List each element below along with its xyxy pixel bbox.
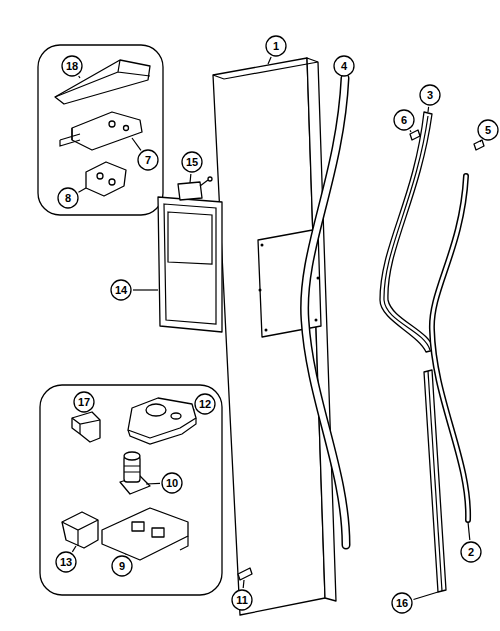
callout-circle bbox=[232, 590, 252, 610]
callout-number: 5 bbox=[478, 120, 498, 140]
hinge-plate bbox=[60, 112, 142, 150]
leader-line bbox=[468, 522, 470, 540]
callout-number: 13 bbox=[56, 552, 76, 572]
leader-line bbox=[480, 140, 481, 142]
door-panel bbox=[213, 58, 336, 615]
callout-number: 6 bbox=[394, 110, 414, 130]
cover bbox=[62, 512, 98, 548]
callout-circle bbox=[162, 473, 182, 493]
hinge-pin bbox=[120, 452, 150, 494]
callout-number: 16 bbox=[392, 593, 412, 613]
callout-number: 4 bbox=[334, 56, 354, 76]
door-handle bbox=[380, 112, 434, 352]
inset-frame bbox=[40, 385, 222, 595]
hinge bbox=[128, 398, 196, 444]
leader-line bbox=[79, 76, 80, 78]
leader-line bbox=[125, 553, 126, 555]
callout-number: 18 bbox=[62, 56, 82, 76]
callout-circle bbox=[56, 552, 76, 572]
callout-number: 1 bbox=[266, 36, 286, 56]
callout-circle bbox=[182, 152, 202, 172]
leader-line bbox=[243, 580, 245, 588]
callout-circle bbox=[392, 593, 412, 613]
leader-line bbox=[268, 57, 271, 64]
callout-number: 9 bbox=[112, 556, 132, 576]
callout-number: 7 bbox=[138, 150, 158, 170]
callout-circle bbox=[58, 188, 78, 208]
callout-circle bbox=[478, 120, 498, 140]
dispenser-frame bbox=[158, 197, 222, 332]
callout-number: 2 bbox=[461, 542, 481, 562]
callout-number: 3 bbox=[420, 85, 440, 105]
callout-number: 17 bbox=[74, 392, 94, 412]
callout-circle bbox=[394, 110, 414, 130]
callout-number: 8 bbox=[58, 188, 78, 208]
callout-number: 14 bbox=[111, 280, 131, 300]
callout-number: 15 bbox=[182, 152, 202, 172]
hinge-bracket bbox=[86, 162, 126, 196]
leader-line bbox=[72, 546, 76, 552]
leader-line bbox=[189, 174, 191, 183]
inset-frame bbox=[38, 45, 163, 215]
leader-line bbox=[133, 289, 158, 290]
clip bbox=[238, 568, 252, 580]
callout-number: 11 bbox=[232, 590, 252, 610]
screw bbox=[410, 130, 420, 140]
callout-number: 12 bbox=[195, 394, 215, 414]
callout-circle bbox=[420, 85, 440, 105]
leader-line bbox=[409, 130, 411, 132]
callout-circle bbox=[74, 392, 94, 412]
leader-line bbox=[193, 409, 195, 410]
leader-lines bbox=[56, 36, 498, 613]
leader-line bbox=[146, 483, 160, 485]
callout-circle bbox=[266, 36, 286, 56]
screw bbox=[474, 140, 484, 150]
callout-circle bbox=[461, 542, 481, 562]
leader-line bbox=[78, 188, 86, 192]
leader-line bbox=[413, 592, 438, 599]
callout-circle bbox=[334, 56, 354, 76]
callout-circle bbox=[111, 280, 131, 300]
bracket bbox=[72, 412, 100, 442]
callout-circle bbox=[112, 556, 132, 576]
callout-number: 10 bbox=[162, 473, 182, 493]
callout-circle bbox=[62, 56, 82, 76]
leader-line bbox=[132, 138, 141, 150]
callout-circle bbox=[195, 394, 215, 414]
callout-circle bbox=[138, 150, 158, 170]
leader-line bbox=[427, 107, 429, 112]
handle-trim bbox=[305, 78, 346, 545]
straight-strip bbox=[424, 370, 446, 592]
switch bbox=[178, 177, 212, 200]
mount-plate bbox=[102, 508, 188, 560]
